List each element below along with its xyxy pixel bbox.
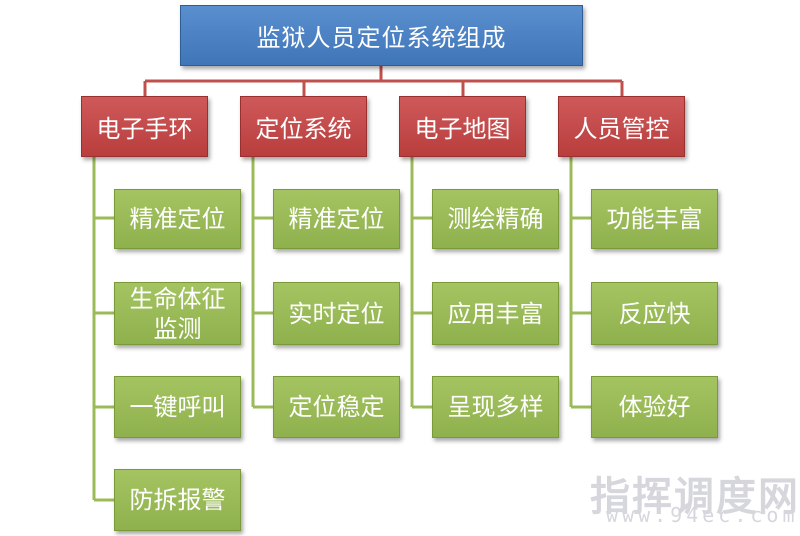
leaf-node: 精准定位 (114, 189, 241, 249)
root-node: 监狱人员定位系统组成 (180, 5, 583, 66)
leaf-node: 功能丰富 (591, 189, 718, 249)
category-node-personnel-control: 人员管控 (558, 96, 685, 157)
leaf-node: 生命体征监测 (114, 282, 241, 345)
leaf-node: 测绘精确 (432, 189, 559, 249)
leaf-label: 生命体征监测 (129, 284, 226, 343)
watermark-logo-text: 指挥调度网 (590, 474, 800, 520)
root-title: 监狱人员定位系统组成 (256, 24, 507, 52)
leaf-label: 应用丰富 (447, 299, 544, 328)
leaf-node: 防拆报警 (114, 469, 241, 531)
leaf-connectors (92, 157, 591, 502)
category-label: 电子手环 (96, 115, 193, 143)
leaf-node: 精准定位 (273, 189, 400, 249)
category-node-wristband: 电子手环 (81, 96, 208, 157)
category-node-positioning-system: 定位系统 (240, 96, 367, 157)
leaf-label: 防拆报警 (129, 486, 226, 514)
leaf-label: 精准定位 (129, 205, 226, 233)
category-label: 电子地图 (414, 115, 511, 143)
leaf-label: 测绘精确 (447, 205, 544, 233)
leaf-label: 功能丰富 (606, 205, 703, 233)
root-connectors (143, 66, 624, 96)
category-node-electronic-map: 电子地图 (399, 96, 526, 157)
leaf-node: 体验好 (591, 376, 718, 438)
leaf-node: 反应快 (591, 282, 718, 345)
category-label: 人员管控 (573, 115, 670, 143)
leaf-label: 反应快 (618, 299, 691, 328)
leaf-label: 呈现多样 (447, 393, 544, 421)
leaf-node: 一键呼叫 (114, 376, 241, 438)
leaf-label: 一键呼叫 (129, 393, 226, 421)
leaf-node: 实时定位 (273, 282, 400, 345)
leaf-label: 定位稳定 (288, 393, 385, 421)
category-label: 定位系统 (255, 115, 352, 143)
leaf-label: 精准定位 (288, 205, 385, 233)
leaf-label: 体验好 (618, 393, 691, 421)
leaf-label: 实时定位 (288, 299, 385, 328)
leaf-node: 应用丰富 (432, 282, 559, 345)
watermark-url: www.94ec.com (606, 503, 799, 527)
leaf-node: 呈现多样 (432, 376, 559, 438)
leaf-node: 定位稳定 (273, 376, 400, 438)
